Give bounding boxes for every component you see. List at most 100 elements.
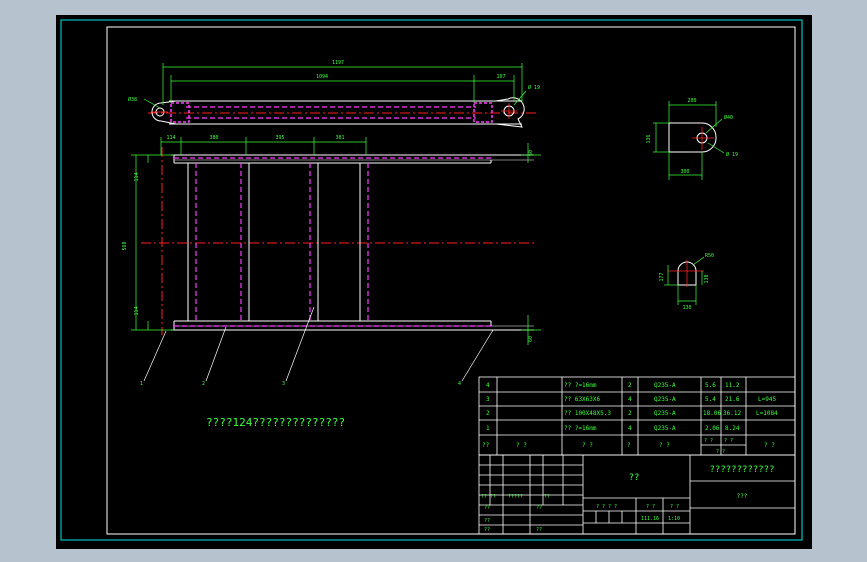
technical-note: ????124?????????????? [206,416,345,429]
bom-header-qty: ? [627,442,631,449]
bom-w1: 5.6 [705,382,716,389]
balloon-4: 4 [458,381,461,387]
bom-header-weight: ? ? [716,449,725,455]
title-label-c: ?? [544,494,550,500]
balloon-1: 1 [140,381,143,387]
dim-height: 560 [122,241,128,250]
bom-w2: 11.2 [725,382,740,389]
dim-seg2: 380 [209,135,218,141]
bom-mat: Q235-A [654,425,676,432]
bom-w2: 36.12 [723,410,741,417]
front-view: 114 380 395 381 560 114 114 60 60 1 2 3 … [122,135,541,387]
bom-header-code: ? ? [516,442,527,449]
bom-row: 2 ?? 100X48X5.3 2 Q235-A 18.06 36.12 L=1… [486,410,778,417]
title-scale: 1:10 [668,516,680,522]
bom-header-no: ?? [482,442,490,449]
title-stage: ? ? ? ? [596,504,617,510]
right-lug [495,97,525,128]
bom-table: 4 ?? ?=16mm 2 Q235-A 5.6 11.2 3 ?? 63X63… [478,376,796,456]
bom-mat: Q235-A [654,396,676,403]
bom-qty: 4 [628,396,632,403]
inner-frame [106,26,796,535]
bom-mat: Q235-A [654,410,676,417]
leader-hole-right [513,90,527,106]
bom-qty: 4 [628,425,632,432]
dim-seg1: 114 [166,135,175,141]
bom-row: 4 ?? ?=16mm 2 Q235-A 5.6 11.2 [486,382,740,389]
bom-header-w2: ? ? [724,438,733,444]
title-label-e: ?? [536,505,542,511]
title-scale-label: ? ? [670,504,679,510]
bom-w1: 2.06 [705,425,720,432]
bom-note: L=1084 [756,410,778,417]
leader-dia-left [143,98,161,109]
detail-a: 200 Ø40 Ø 19 136 300 [646,98,738,180]
bom-w2: 21.6 [725,396,740,403]
bom-no: 3 [486,396,490,403]
right-end-hidden [473,102,493,123]
bom-desc: ?? ?=16mm [564,382,597,389]
bom-w1: 5.4 [705,396,716,403]
title-label-b: ????? [508,494,523,500]
dim-top-h: 114 [134,172,140,181]
detail-a-dim-height: 136 [646,134,652,143]
title-label-g: ?? [484,527,490,533]
detail-b: R50 177 130 130 [659,253,714,311]
detail-a-dim-hole: Ø40 [724,114,733,121]
dim-overall: 1197 [332,60,344,66]
dim-seg3: 395 [275,135,284,141]
title-label-f: ?? [484,518,490,524]
bom-qty: 2 [628,382,632,389]
title-company: ???????????? [709,465,774,475]
title-drawing-no: ??? [737,493,748,500]
bom-qty: 2 [628,410,632,417]
bom-no: 1 [486,425,490,432]
dim-seg4: 381 [335,135,344,141]
bom-header-mat: ? ? [659,442,670,449]
title-label-h: ?? [536,527,542,533]
detail-b-dim-h1: 177 [659,272,665,281]
balloon-2: 2 [202,381,205,387]
bom-rows: 4 ?? ?=16mm 2 Q235-A 5.6 11.2 3 ?? 63X63… [486,382,778,432]
bom-mat: Q235-A [654,382,676,389]
detail-b-dim-h2: 130 [704,274,710,283]
title-label-d: ?? [484,505,490,511]
left-end-hidden [170,102,190,123]
bom-header-w1: ? ? [704,438,713,444]
outer-frame [60,19,803,541]
detail-b-dim-width: 130 [682,305,691,311]
title-label-a: ?? ?? [481,494,496,500]
dim-inner: 1094 [316,74,328,80]
title-weight: 111.16 [641,516,659,522]
bom-no: 2 [486,410,490,417]
detail-a-plate [668,122,717,153]
bom-header-note: ? ? [764,442,775,449]
title-block: ?? ???????????? ??? ?? ?? ????? ?? ?? ??… [478,454,796,535]
bom-desc: ?? ?=16mm [564,425,597,432]
bom-no: 4 [486,382,490,389]
title-drawing-name: ?? [629,473,640,483]
dim-dia-left: Ø38 [128,96,137,103]
bom-w2: 8.24 [725,425,740,432]
detail-b-dim-radius: R50 [705,253,714,259]
vertical-posts [187,163,369,321]
dim-end: 107 [496,74,505,80]
detail-a-dim-width-bottom: 300 [680,169,689,175]
title-weight-label: ? ? [646,504,655,510]
bom-row: 1 ?? ?=16mm 4 Q235-A 2.06 8.24 [486,425,740,432]
dim-hole-right: Ø 19 [528,84,540,91]
dim-right-bottom: 60 [528,336,534,342]
cad-drawing: 1197 1094 107 Ø38 Ø 19 [60,19,803,541]
drawing-sheet: 1197 1094 107 Ø38 Ø 19 [56,15,812,549]
bom-desc: ?? 63X63X6 [564,396,601,403]
bom-header-name: ? ? [582,442,593,449]
balloon-3: 3 [282,381,285,387]
detail-a-dim-hole2: Ø 19 [726,151,738,158]
detail-a-dim-width-top: 200 [687,98,696,104]
bom-row: 3 ?? 63X63X6 4 Q235-A 5.4 21.6 L=945 [486,396,776,403]
bom-note: L=945 [758,396,776,403]
dim-bottom-h: 114 [134,306,140,315]
bom-desc: ?? 100X48X5.3 [564,410,611,417]
bom-w1: 18.06 [703,410,721,417]
top-view: 1197 1094 107 Ø38 Ø 19 [128,60,540,128]
